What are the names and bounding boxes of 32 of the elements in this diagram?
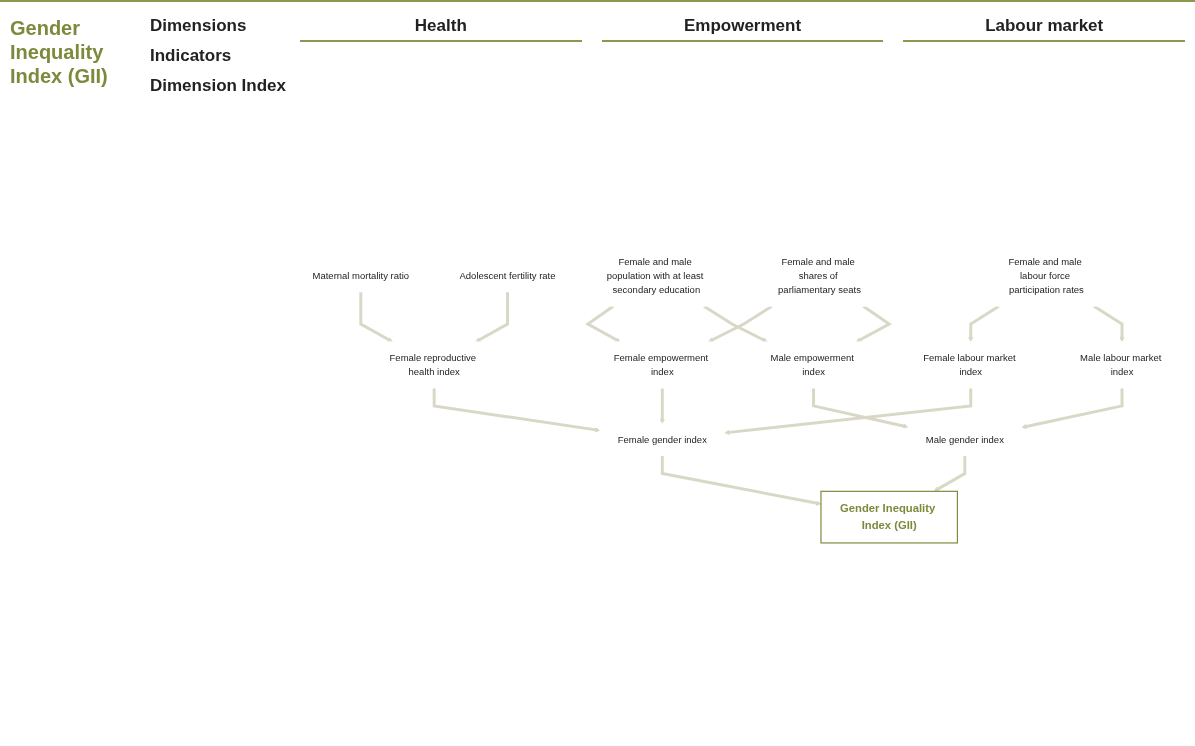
arrow <box>812 387 909 429</box>
arrow <box>432 387 601 432</box>
node-text: Maternal mortality ratio <box>312 270 410 281</box>
dimension-heading: Empowerment <box>601 16 884 42</box>
row-heading: Dimensions <box>150 16 248 36</box>
node-text: Male empowerment index <box>770 352 854 377</box>
node-text: Male gender index <box>925 434 1004 445</box>
node-text: Female and male shares of parliamentary seats <box>778 256 861 295</box>
diagram-title: Gender Inequality Index (GII) <box>10 16 109 88</box>
arrow <box>856 304 893 342</box>
node-box: Gender Inequality Index (GII) <box>820 490 958 544</box>
node-text: Female empowerment index <box>613 352 709 377</box>
node-text: Male labour market index <box>1080 352 1162 377</box>
node-text: Female and male population with at least secondary education <box>606 256 704 295</box>
node-text: Female reproductive health index <box>389 352 477 377</box>
row-heading: Dimension Index <box>150 76 288 96</box>
node-text: Female and male labour force participation rates <box>1008 256 1084 295</box>
node-text: Female gender index <box>617 434 707 445</box>
arrow <box>359 291 393 342</box>
arrow <box>933 455 967 492</box>
arrow <box>585 304 621 342</box>
row-heading: Indicators <box>150 46 233 66</box>
arrow <box>659 387 665 424</box>
node-text: Adolescent fertility rate <box>459 270 556 281</box>
arrow <box>1021 387 1124 429</box>
dimension-heading: Labour market <box>903 16 1185 42</box>
arrow <box>1093 304 1125 342</box>
node-text: Female labour market index <box>923 352 1016 377</box>
dimension-heading: Health <box>300 16 582 42</box>
arrow <box>724 387 973 435</box>
arrow <box>968 304 1000 342</box>
arrow <box>475 291 509 342</box>
